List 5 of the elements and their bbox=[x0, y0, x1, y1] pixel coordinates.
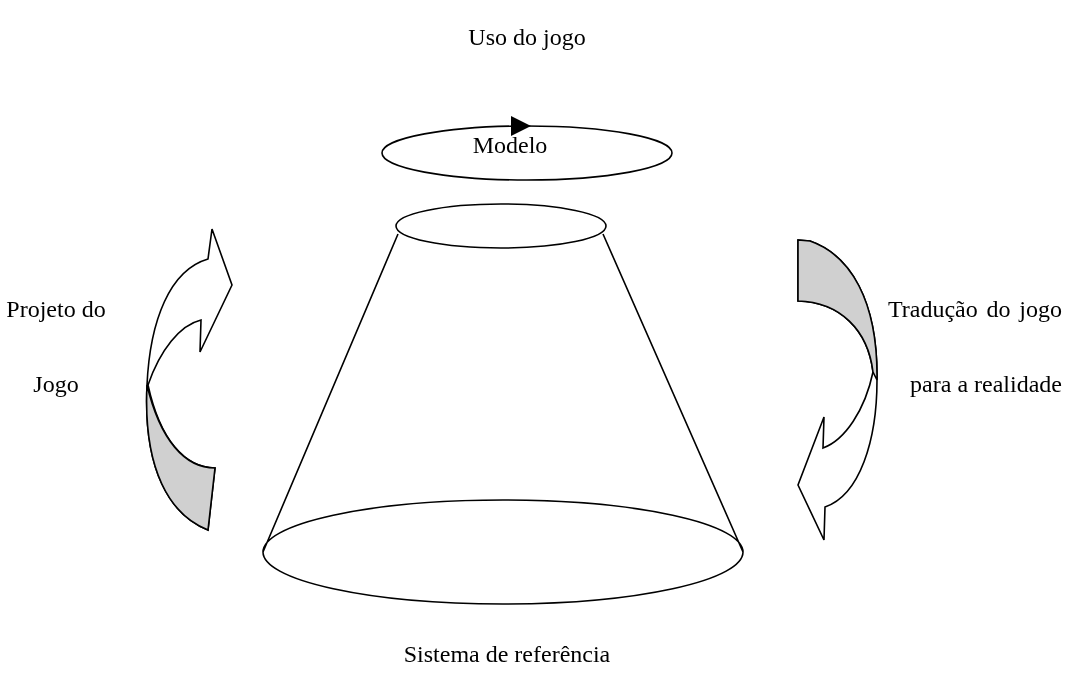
title-label: Uso do jogo bbox=[467, 23, 587, 52]
side-label: Projeto do Jogo bbox=[5, 295, 107, 399]
side-label: Tradução do jogo para a realidade bbox=[888, 295, 1062, 399]
caption-label: Sistema de referência bbox=[402, 640, 612, 669]
model-label: Modelo bbox=[471, 132, 549, 158]
